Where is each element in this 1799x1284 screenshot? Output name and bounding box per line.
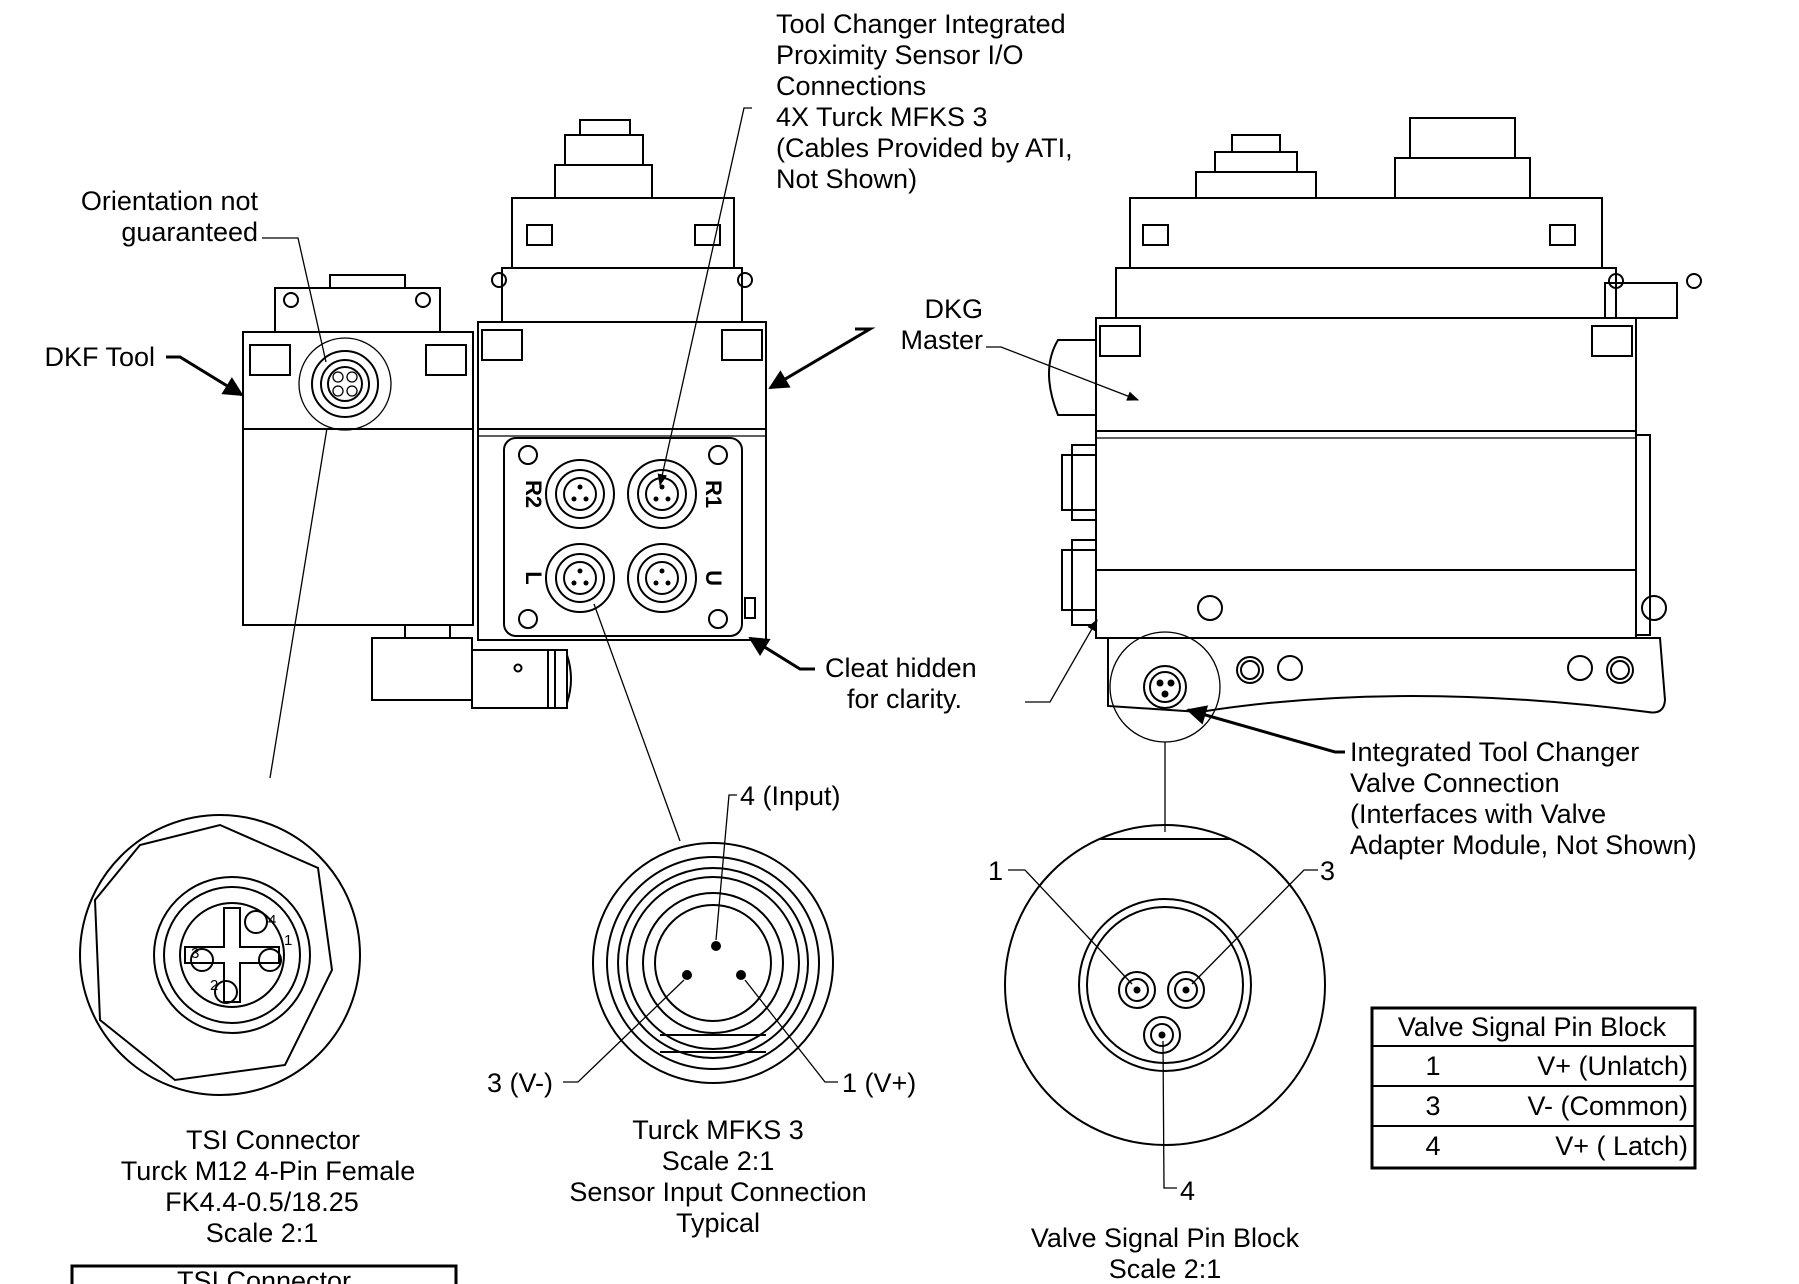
- tsi-caption-3: FK4.4-0.5/18.25: [165, 1187, 359, 1217]
- valve-signal-table: Valve Signal Pin Block 1 V+ (Unlatch) 3 …: [1370, 1006, 1697, 1170]
- callout-valve-line-3: (Interfaces with Valve: [1350, 799, 1606, 829]
- callout-valve-connection: Integrated Tool Changer Valve Connection…: [1350, 737, 1697, 860]
- tsi-connector-small: [298, 337, 392, 431]
- port-r1: [627, 459, 697, 529]
- callout-cleat-line-2: for clarity.: [847, 684, 962, 714]
- port-r2: [545, 459, 615, 529]
- callout-prox-line-5: (Cables Provided by ATI,: [776, 133, 1073, 163]
- mfks-caption-4: Typical: [676, 1208, 760, 1238]
- sensor-port-plate: R2 R1 L U: [503, 437, 743, 637]
- port-l: [545, 543, 615, 613]
- mfks-pin-vminus: 3 (V-): [487, 1068, 553, 1098]
- mfks-caption-2: Scale 2:1: [662, 1146, 775, 1176]
- front-view-assembly: R2 R1 L U: [242, 119, 767, 709]
- callout-valve-line-2: Valve Connection: [1350, 768, 1560, 798]
- port-label-l: L: [521, 571, 546, 584]
- valve-table-title: Valve Signal Pin Block: [1398, 1012, 1667, 1042]
- tsi-table: TSI Connector: [70, 1264, 458, 1284]
- callout-tool-changer-prox: Tool Changer Integrated Proximity Sensor…: [776, 9, 1073, 194]
- callout-prox-line-6: Not Shown): [776, 164, 917, 194]
- callout-dkg-master: DKG Master: [900, 294, 983, 355]
- valve-caption-1: Valve Signal Pin Block: [1031, 1223, 1300, 1253]
- callout-cleat-line-1: Cleat hidden: [825, 653, 977, 683]
- callout-prox-line-1: Tool Changer Integrated: [776, 9, 1066, 39]
- valve-table-row-3-pin: 4: [1425, 1131, 1440, 1161]
- leader-lines: [166, 107, 1345, 842]
- callout-dkg-line-1: DKG: [924, 294, 983, 324]
- callout-valve-line-1: Integrated Tool Changer: [1350, 737, 1639, 767]
- detail-mfks-connector: 4 (Input) 3 (V-) 1 (V+) Turck MFKS 3 Sca…: [487, 781, 916, 1238]
- valve-caption-2: Scale 2:1: [1109, 1254, 1222, 1284]
- tsi-pin-4: 4: [268, 912, 276, 929]
- mfks-caption-3: Sensor Input Connection: [569, 1177, 866, 1207]
- valve-table-row-3-function: V+ ( Latch): [1555, 1131, 1688, 1161]
- callout-cleat: Cleat hidden for clarity.: [825, 653, 977, 714]
- port-label-r1: R1: [701, 480, 726, 508]
- callout-prox-line-4: 4X Turck MFKS 3: [776, 102, 988, 132]
- port-u: [627, 543, 697, 613]
- detail-valve-pin-block: 1 3 4 Valve Signal Pin Block Scale 2:1: [988, 824, 1335, 1284]
- mfks-caption-1: Turck MFKS 3: [632, 1115, 804, 1145]
- callout-dkf-tool: DKF Tool: [44, 342, 155, 372]
- port-label-u: U: [701, 570, 726, 586]
- callout-valve-line-4: Adapter Module, Not Shown): [1350, 830, 1697, 860]
- callout-dkg-line-2: Master: [900, 325, 983, 355]
- side-view-assembly: [1048, 117, 1702, 743]
- callout-orientation-line-1: Orientation not: [81, 186, 259, 216]
- dkg-master-body-front: [477, 119, 767, 641]
- valve-table-row-1-function: V+ (Unlatch): [1537, 1051, 1688, 1081]
- valve-connector-small: [1109, 631, 1221, 743]
- tsi-pin-1: 1: [284, 932, 292, 949]
- callout-prox-line-3: Connections: [776, 71, 926, 101]
- valve-table-row-2-function: V- (Common): [1527, 1091, 1688, 1121]
- tsi-pin-3: 3: [191, 945, 199, 962]
- dkf-tool-body: [242, 274, 572, 709]
- callout-orientation: Orientation not guaranteed: [81, 186, 259, 247]
- mfks-pin-vplus: 1 (V+): [842, 1068, 916, 1098]
- tsi-caption-4: Scale 2:1: [206, 1218, 319, 1248]
- detail-tsi-connector: 4 1 3 2 TSI Connector Turck M12 4-Pin Fe…: [70, 814, 458, 1284]
- tsi-caption-2: Turck M12 4-Pin Female: [121, 1156, 416, 1186]
- valve-pin-3-label: 3: [1320, 856, 1335, 886]
- tsi-table-header: TSI Connector: [177, 1266, 351, 1284]
- valve-pin-1-label: 1: [988, 856, 1003, 886]
- valve-table-row-2-pin: 3: [1425, 1091, 1440, 1121]
- port-label-r2: R2: [521, 480, 546, 508]
- valve-pin-4-label: 4: [1180, 1176, 1195, 1206]
- mfks-pin-input: 4 (Input): [740, 781, 841, 811]
- callout-prox-line-2: Proximity Sensor I/O: [776, 40, 1024, 70]
- callout-orientation-line-2: guaranteed: [121, 217, 258, 247]
- tsi-caption-1: TSI Connector: [186, 1125, 360, 1155]
- valve-table-row-1-pin: 1: [1425, 1051, 1440, 1081]
- tsi-pin-2: 2: [210, 977, 218, 994]
